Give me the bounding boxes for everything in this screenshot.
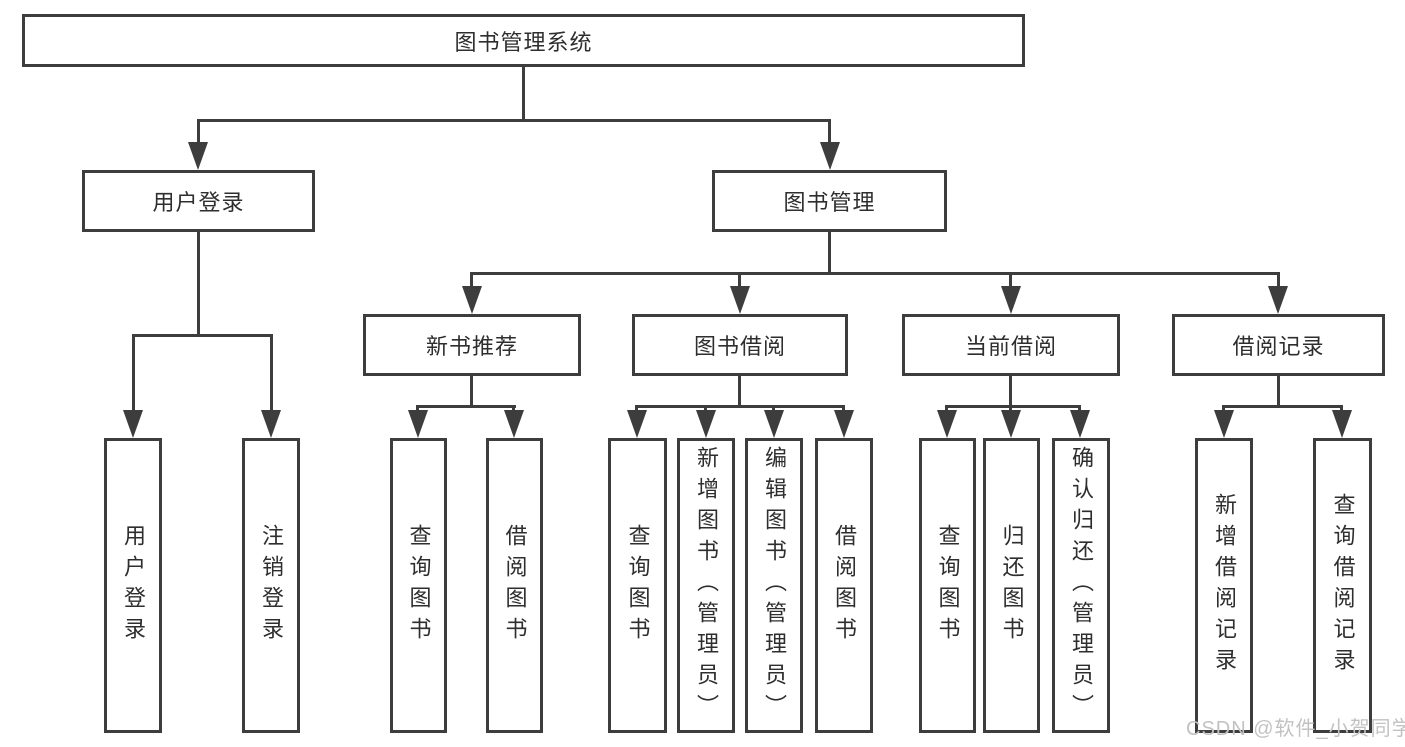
leaf-logout: 注销登录 [242, 438, 300, 733]
leaf-newbook-query: 查询图书 [390, 438, 447, 733]
leaf-borrow-edit: 编辑图书（管理员） [745, 438, 803, 733]
arrowhead-leaf-logout [261, 410, 281, 438]
arrowhead-current-query [937, 410, 957, 438]
leaf-current-return: 归还图书 [983, 438, 1040, 733]
node-book-borrow: 图书借阅 [632, 314, 848, 376]
arrowhead-borrow-edit [764, 410, 784, 438]
node-root-label: 图书管理系统 [454, 29, 593, 55]
leaf-current-confirm-label: 确认归还（管理员） [1069, 446, 1094, 725]
arrowhead-borrow-add [696, 410, 716, 438]
node-borrow-record: 借阅记录 [1172, 314, 1385, 376]
arrowhead-borrow-borrow [834, 410, 854, 438]
leaf-record-query-label: 查询借阅记录 [1330, 492, 1356, 679]
arrowhead-current-return [1001, 410, 1021, 438]
leaf-borrow-edit-label: 编辑图书（管理员） [762, 446, 787, 725]
arrowhead-current-borrow [1001, 286, 1021, 314]
connector-stem-book-borrow [738, 272, 741, 290]
node-current-borrow: 当前借阅 [902, 314, 1120, 376]
arrowhead-book-borrow [730, 286, 750, 314]
node-new-book-label: 新书推荐 [425, 334, 518, 359]
leaf-newbook-borrow: 借阅图书 [486, 438, 543, 733]
connector-stem-new-book [470, 272, 473, 290]
watermark-text: CSDN @软件_小贺同学 [1186, 718, 1405, 740]
connector-borrow-record-rail [1222, 405, 1342, 408]
arrowhead-new-book [462, 286, 482, 314]
leaf-logout-label: 注销登录 [259, 523, 284, 648]
connector-book-borrow-rail [635, 405, 844, 408]
leaf-borrow-borrow-label: 借阅图书 [832, 523, 857, 648]
leaf-record-add: 新增借阅记录 [1195, 438, 1253, 733]
leaf-newbook-borrow-label: 借阅图书 [502, 523, 528, 648]
connector-book-mgmt-stub [828, 231, 831, 275]
leaf-borrow-borrow: 借阅图书 [815, 438, 873, 733]
node-user-login-label: 用户登录 [152, 190, 245, 215]
node-current-borrow-label: 当前借阅 [964, 334, 1057, 359]
node-borrow-record-label: 借阅记录 [1232, 334, 1325, 359]
connector-stem-user-login [197, 119, 200, 147]
connector-user-login-stub [197, 231, 200, 337]
leaf-borrow-add-label: 新增图书（管理员） [694, 446, 719, 725]
leaf-newbook-query-label: 查询图书 [406, 523, 432, 648]
connector-borrow-record-stub [1277, 374, 1280, 408]
arrowhead-book-mgmt [820, 142, 840, 170]
arrowhead-newbook-borrow [504, 410, 524, 438]
arrowhead-leaf-login [123, 410, 143, 438]
connector-stem-book-mgmt [828, 119, 831, 147]
arrowhead-newbook-query [408, 410, 428, 438]
arrowhead-record-query [1332, 410, 1352, 438]
leaf-current-confirm: 确认归还（管理员） [1052, 438, 1110, 733]
connector-level2-rail [470, 272, 1280, 275]
leaf-user-login: 用户登录 [104, 438, 162, 733]
connector-current-borrow-stub [1009, 374, 1012, 408]
node-new-book: 新书推荐 [363, 314, 581, 376]
leaf-borrow-query-label: 查询图书 [625, 523, 651, 648]
node-user-login: 用户登录 [82, 170, 315, 232]
connector-new-book-rail [416, 405, 516, 408]
leaf-user-login-label: 用户登录 [121, 523, 146, 648]
connector-stem-leaf-login [132, 334, 135, 414]
arrowhead-user-login [188, 142, 208, 170]
arrowhead-record-add [1214, 410, 1234, 438]
leaf-current-query: 查询图书 [919, 438, 976, 733]
node-root: 图书管理系统 [22, 14, 1025, 67]
connector-new-book-stub [470, 374, 473, 408]
leaf-current-query-label: 查询图书 [935, 523, 961, 648]
arrowhead-current-confirm [1070, 410, 1090, 438]
connector-stem-current-borrow [1009, 272, 1012, 290]
node-book-borrow-label: 图书借阅 [693, 334, 786, 359]
connector-stem-borrow-record [1277, 272, 1280, 290]
connector-current-borrow-rail [945, 405, 1081, 408]
leaf-borrow-add: 新增图书（管理员） [677, 438, 735, 733]
connector-root-stub [522, 67, 525, 122]
connector-user-login-rail [132, 334, 273, 337]
node-book-mgmt-label: 图书管理 [783, 190, 876, 215]
leaf-current-return-label: 归还图书 [999, 523, 1025, 648]
arrowhead-borrow-query [627, 410, 647, 438]
connector-stem-leaf-logout [270, 334, 273, 414]
arrowhead-borrow-record [1268, 286, 1288, 314]
node-book-mgmt: 图书管理 [712, 170, 947, 232]
leaf-record-query: 查询借阅记录 [1313, 438, 1372, 733]
connector-book-borrow-stub [738, 374, 741, 408]
connector-level1-rail [197, 119, 831, 122]
leaf-record-add-label: 新增借阅记录 [1212, 492, 1237, 679]
leaf-borrow-query: 查询图书 [608, 438, 667, 733]
